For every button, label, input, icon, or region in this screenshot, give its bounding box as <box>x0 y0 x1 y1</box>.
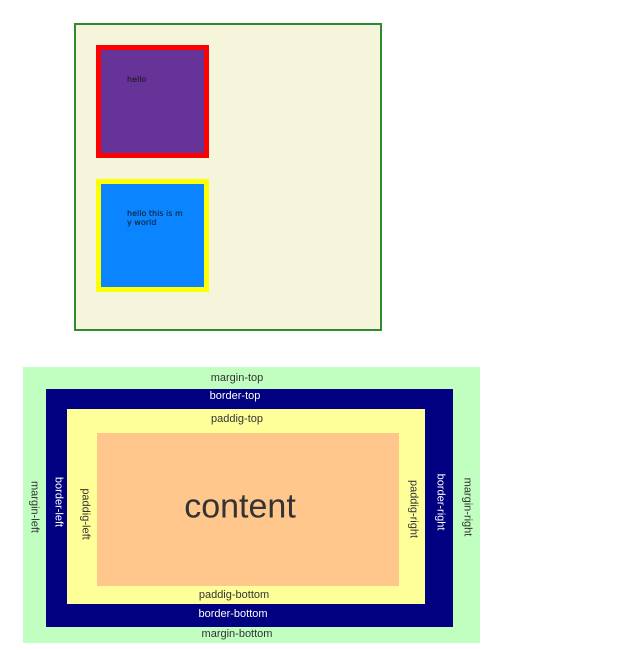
padding-top-label: paddig-top <box>211 413 263 425</box>
box-purple-red-border: hello <box>96 45 209 158</box>
margin-right-label: margin-right <box>461 477 474 537</box>
padding-bottom-label: paddig-bottom <box>198 589 270 601</box>
margin-bottom-label: margin-bottom <box>201 628 273 640</box>
content-label: content <box>184 487 296 526</box>
box1-text: hello <box>127 75 147 84</box>
box2-text: hello this is my world <box>127 209 183 227</box>
content-area <box>97 433 399 586</box>
margin-top-label: margin-top <box>210 372 264 384</box>
padding-right-label: paddig-right <box>407 479 420 539</box>
border-right-label: border-right <box>434 473 447 531</box>
border-top-label: border-top <box>209 390 261 402</box>
border-left-label: border-left <box>52 476 65 528</box>
border-bottom-label: border-bottom <box>198 608 268 620</box>
padding-left-label: paddig-left <box>79 488 92 540</box>
margin-left-label: margin-left <box>28 481 41 533</box>
demo-container: hello hello this is my world <box>74 23 382 331</box>
box-blue-yellow-border: hello this is my world <box>96 179 209 292</box>
